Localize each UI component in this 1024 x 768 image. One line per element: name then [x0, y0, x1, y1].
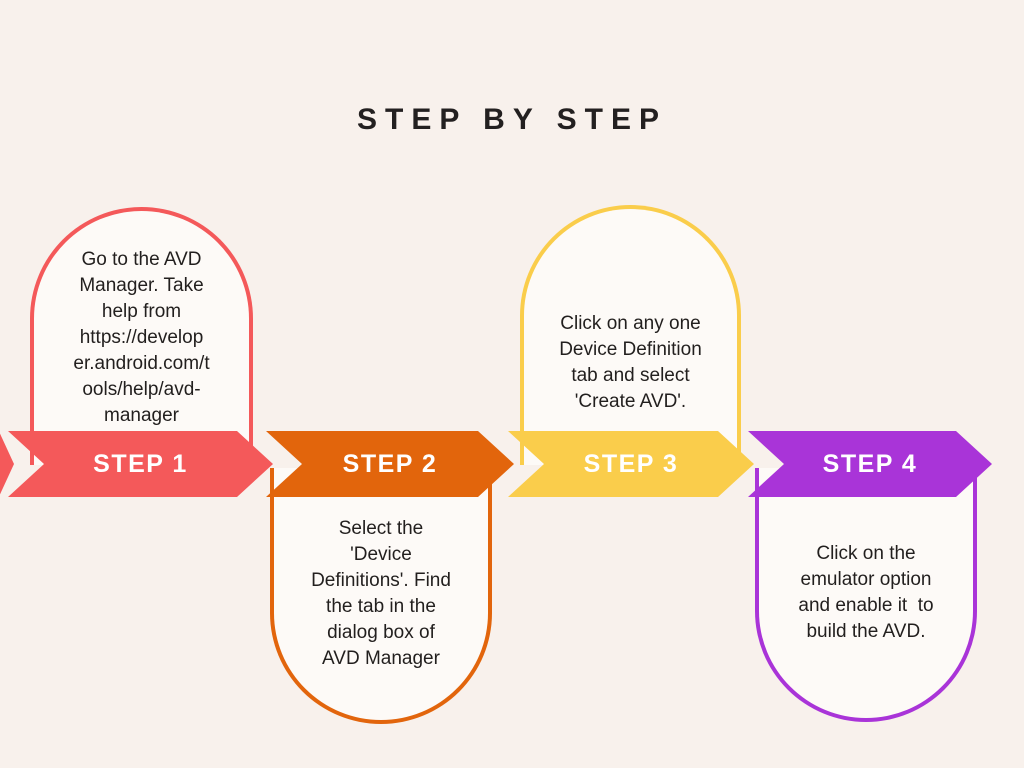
step-2-description-text: Select the 'Device Definitions'. Find th… — [311, 518, 451, 669]
step-4-description-text: Click on the emulator option and enable … — [798, 543, 934, 642]
step-1-description-text: Go to the AVD Manager. Take help from ht… — [73, 249, 210, 426]
step-2-description-bubble: Select the 'Device Definitions'. Find th… — [270, 468, 492, 724]
step-2-banner: STEP 2 — [266, 431, 514, 497]
step-1-banner: STEP 1 — [8, 431, 273, 497]
step-3-label: STEP 3 — [583, 449, 679, 478]
edge-chevron-decoration — [0, 433, 14, 495]
step-1-label: STEP 1 — [93, 449, 188, 478]
step-1-description-bubble: Go to the AVD Manager. Take help from ht… — [30, 207, 253, 465]
step-4-banner: STEP 4 — [748, 431, 992, 497]
step-4-label: STEP 4 — [822, 449, 918, 478]
step-3-banner: STEP 3 — [508, 431, 754, 497]
step-2-label: STEP 2 — [342, 449, 438, 478]
page-title: STEP BY STEP — [357, 103, 667, 136]
step-4-description-bubble: Click on the emulator option and enable … — [755, 468, 977, 722]
step-3-description-text: Click on any one Device Definition tab a… — [559, 313, 702, 412]
step-3-description-bubble: Click on any one Device Definition tab a… — [520, 205, 741, 465]
